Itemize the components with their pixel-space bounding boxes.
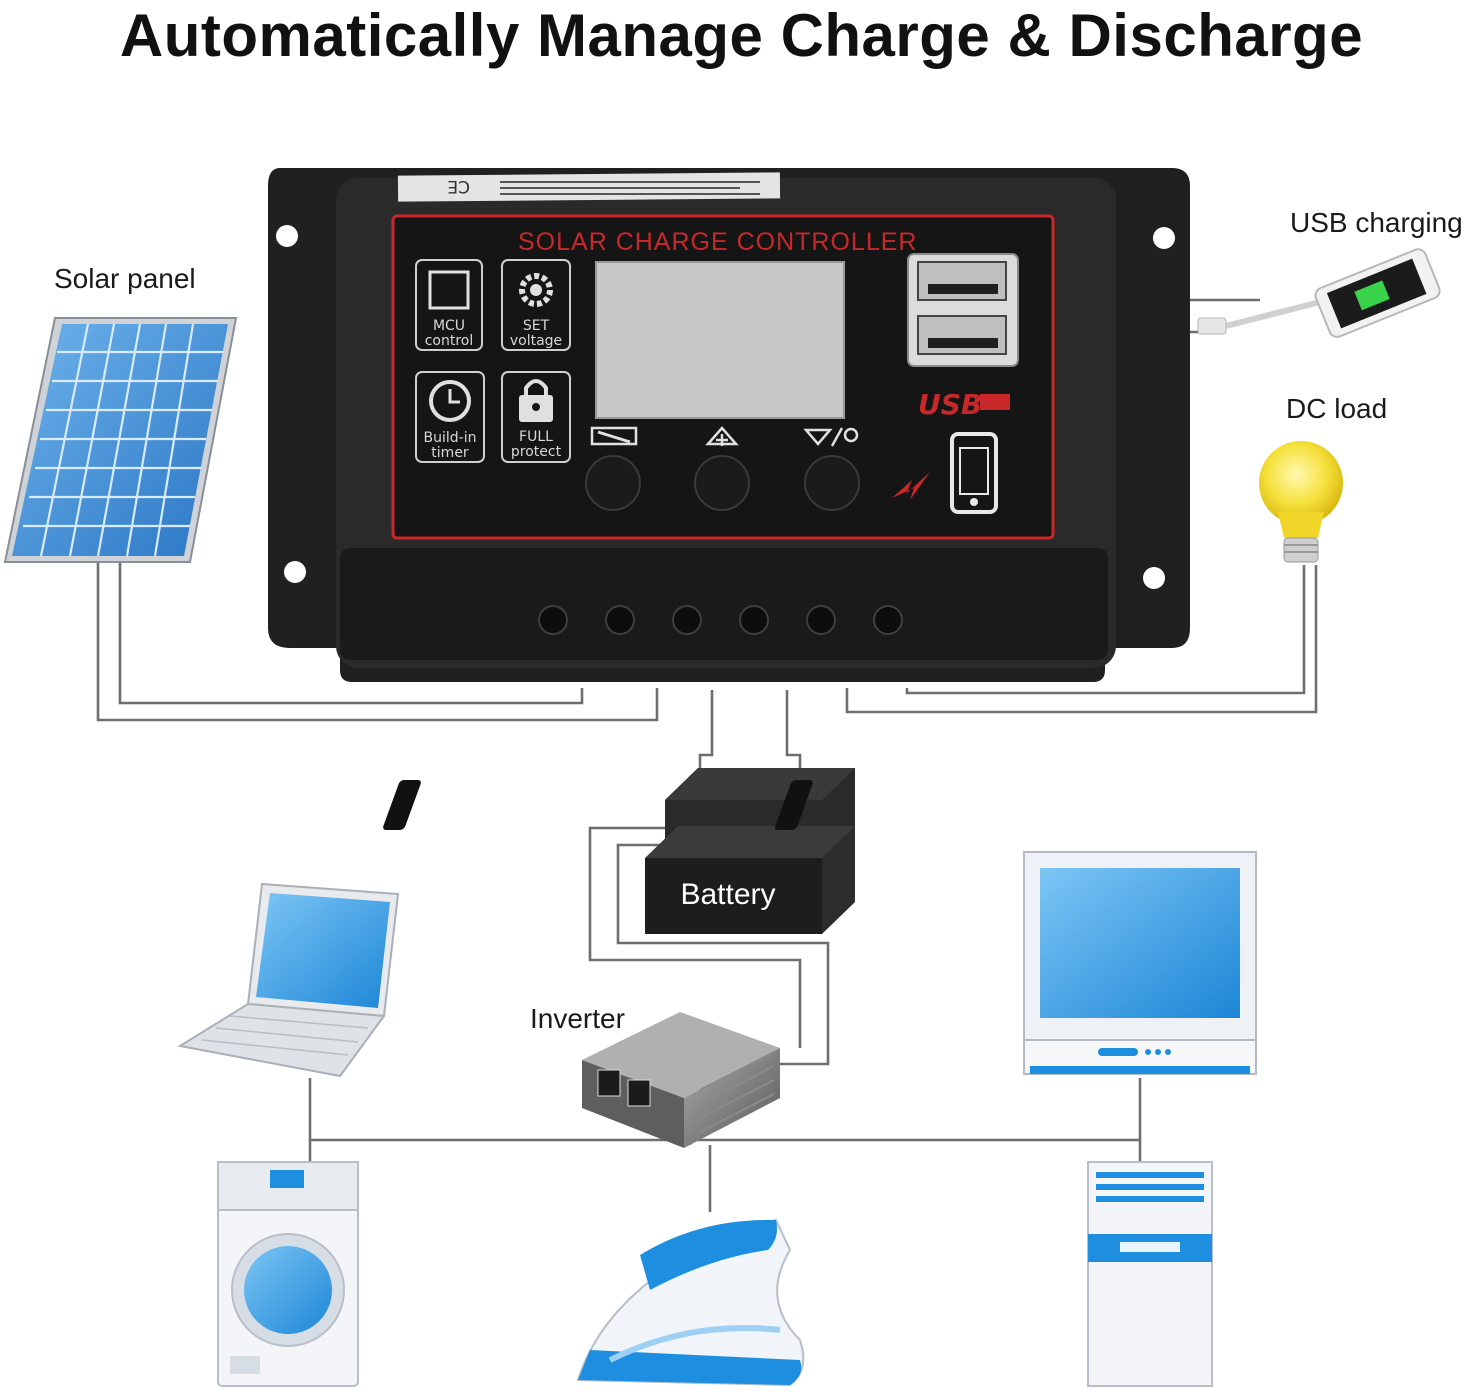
controller-title: SOLAR CHARGE CONTROLLER [518,228,917,256]
air-conditioner-icon [1088,1162,1212,1386]
feature-label: timer [431,445,469,461]
light-bulb-icon [1259,441,1343,562]
smartphone-charging-icon [1198,247,1442,339]
tv-monitor-icon [1024,852,1256,1074]
dc-load-label: DC load [1286,393,1387,424]
iron-icon [578,1220,803,1385]
battery-label: Battery [680,878,775,911]
usb-logo: USB [918,388,982,421]
mount-hole-icon [1153,227,1175,249]
mount-hole-icon [284,561,306,583]
usb-ports[interactable] [908,254,1018,366]
usb-charging-label: USB charging [1290,207,1463,238]
plus-button[interactable] [695,456,749,510]
feature-label: Build-in [424,430,477,446]
charge-controller: CE SOLAR CHARGE CONTROLLER MCU control S… [268,168,1190,682]
washing-machine-icon [218,1162,358,1386]
feature-label: SET [523,318,550,334]
usb-plug-icon [980,394,1010,410]
solar-panel-label: Solar panel [54,263,196,294]
inverter-label: Inverter [530,1003,625,1034]
laptop-icon [180,884,398,1076]
menu-button[interactable] [586,456,640,510]
solar-panel-icon [5,318,236,562]
mount-hole-icon [276,225,298,247]
feature-label: voltage [510,333,562,349]
mount-hole-icon [1143,567,1165,589]
feature-label: protect [511,444,562,460]
feature-label: FULL [519,429,553,445]
feature-label: MCU [433,318,465,334]
feature-label: control [425,333,474,349]
minus-button[interactable] [805,456,859,510]
lcd-display [596,262,844,418]
ce-mark: CE [447,176,470,196]
